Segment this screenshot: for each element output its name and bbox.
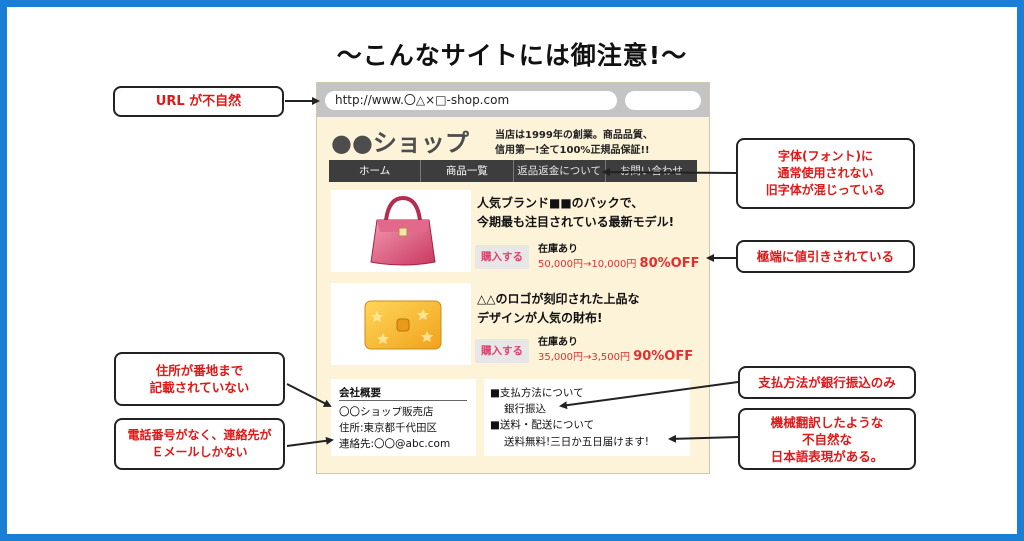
stock-status-1: 在庫あり <box>538 244 578 255</box>
callout-translation-line-1: 機械翻訳したような <box>770 414 884 430</box>
mock-browser-window: http://www.〇△×□-shop.com ●●ショップ 当店は1999年… <box>316 82 710 474</box>
callout-translation-line-3: 日本語表現がある。 <box>770 448 884 464</box>
product-title-1: 人気ブランド■■のバックで、 今期最も注目されている最新モデル! <box>477 194 674 232</box>
callout-address-line-2: 記載されていない <box>149 380 250 395</box>
callout-discount: 極端に値引きされている <box>736 240 915 273</box>
shop-tagline: 当店は1999年の創業。商品品質、 信用第一!全て100%正規品保証!! <box>495 128 705 158</box>
price-2: 35,000円→3,500円 90%OFF <box>538 348 693 364</box>
handbag-icon <box>370 195 436 266</box>
discount-2: 90%OFF <box>633 349 694 364</box>
price-1: 50,000円→10,000円 80%OFF <box>538 255 699 271</box>
callout-url: URL が不自然 <box>113 86 284 117</box>
callout-contact-line-1: 電話番号がなく、連絡先が <box>127 428 272 442</box>
product-image-2[interactable] <box>331 283 471 365</box>
nav-home[interactable]: ホーム <box>329 160 422 182</box>
tagline-line-1: 当店は1999年の創業。商品品質、 <box>495 130 653 141</box>
nav-products[interactable]: 商品一覧 <box>421 160 514 182</box>
callout-font-line-3: 旧字体が混じっている <box>765 183 886 197</box>
callout-translation-line-2: 不自然な <box>801 431 852 447</box>
payment-method-value: 銀行振込 <box>504 403 546 415</box>
url-field[interactable]: http://www.〇△×□-shop.com <box>325 91 617 110</box>
company-contact[interactable]: 連絡先:〇〇@abc.com <box>339 438 451 450</box>
callout-bank: 支払方法が銀行振込のみ <box>738 366 916 399</box>
price-2-value: 35,000円→3,500円 <box>538 352 630 363</box>
product-title-1-line-1: 人気ブランド■■のバックで、 <box>477 196 644 210</box>
callout-address-line-1: 住所が番地まで <box>155 363 244 378</box>
arrow-font <box>602 168 737 177</box>
shipping-value: 送料無料!三日か五日届けます! <box>504 436 649 448</box>
shop-logo: ●●ショップ <box>331 129 469 157</box>
callout-font: 字体(フォント)に 通常使用されない 旧字体が混じっている <box>736 138 915 209</box>
search-field[interactable] <box>625 91 701 110</box>
shop-nav: ホーム 商品一覧 返品返金について お問い合わせ <box>329 160 697 182</box>
nav-contact[interactable]: お問い合わせ <box>619 165 683 177</box>
product-title-2-line-2: デザインが人気の財布! <box>477 311 603 325</box>
company-divider <box>339 400 467 401</box>
callout-translation: 機械翻訳したような 不自然な 日本語表現がある。 <box>738 408 916 470</box>
payment-info-box: ■支払方法について 銀行振込 ■送料・配送について 送料無料!三日か五日届けます… <box>484 379 690 456</box>
wallet-icon <box>364 300 442 350</box>
product-image-1[interactable] <box>331 190 471 272</box>
company-name: 〇〇ショップ販売店 <box>339 406 434 418</box>
arrow-bank <box>559 381 739 410</box>
callout-contact: 電話番号がなく、連絡先が Ｅメールしかない <box>114 418 285 470</box>
browser-toolbar: http://www.〇△×□-shop.com <box>317 83 709 117</box>
arrow-translation <box>668 434 739 443</box>
callout-font-line-1: 字体(フォント)に <box>778 149 873 163</box>
stock-status-2: 在庫あり <box>538 337 578 348</box>
callout-font-line-2: 通常使用されない <box>777 166 874 180</box>
product-title-2: △△のロゴが刻印された上品な デザインが人気の財布! <box>477 290 639 328</box>
discount-1: 80%OFF <box>639 256 700 271</box>
page-title: 〜こんなサイトには御注意!〜 <box>336 41 688 70</box>
product-title-1-line-2: 今期最も注目されている最新モデル! <box>477 215 675 229</box>
company-heading: 会社概要 <box>339 387 381 399</box>
company-address: 住所:東京都千代田区 <box>339 422 438 434</box>
price-1-value: 50,000円→10,000円 <box>538 259 637 270</box>
tagline-line-2: 信用第一!全て100%正規品保証!! <box>495 145 650 156</box>
company-info-box: 会社概要 〇〇ショップ販売店 住所:東京都千代田区 連絡先:〇〇@abc.com <box>331 379 476 456</box>
buy-button-1[interactable]: 購入する <box>475 245 529 269</box>
arrow-contact <box>286 436 334 447</box>
shipping-heading: ■送料・配送について <box>490 419 595 431</box>
payment-method-heading: ■支払方法について <box>490 387 584 399</box>
callout-address: 住所が番地まで 記載されていない <box>114 352 285 406</box>
product-title-2-line-1: △△のロゴが刻印された上品な <box>477 292 640 306</box>
callout-contact-line-2: Ｅメールしかない <box>151 445 248 459</box>
arrow-address <box>286 383 332 407</box>
buy-button-2[interactable]: 購入する <box>475 339 529 363</box>
